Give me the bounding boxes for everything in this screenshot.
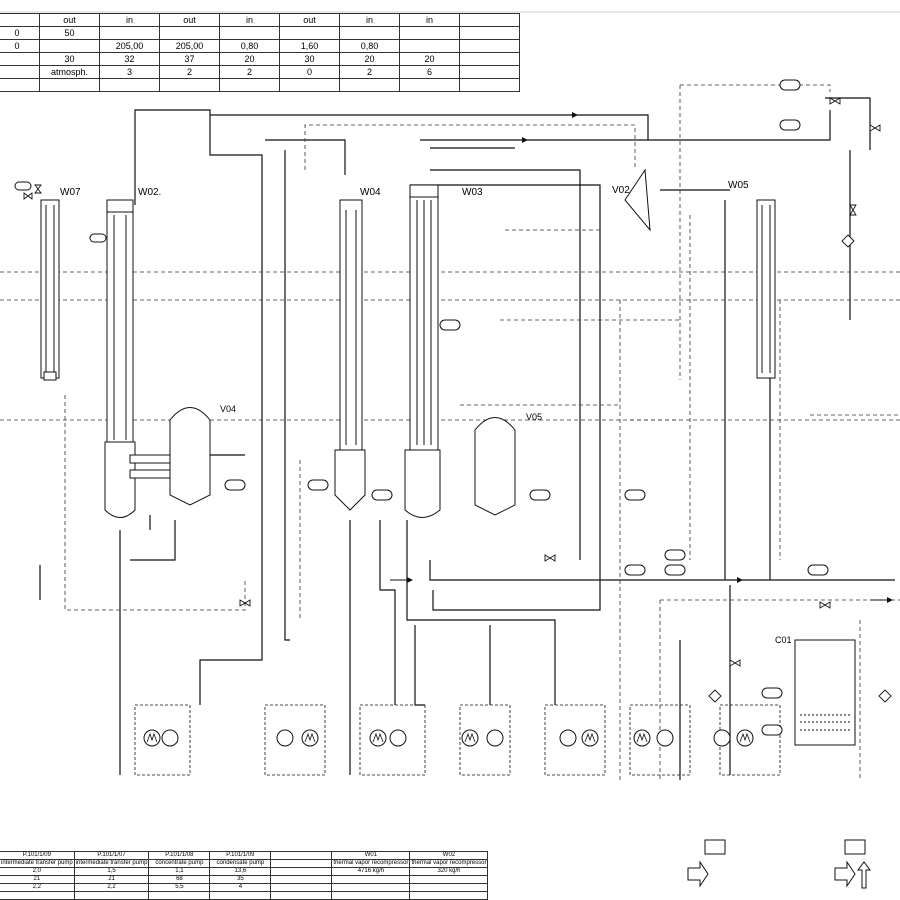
w03-evaporator (404, 184, 441, 518)
table-row (0, 78, 520, 92)
w03-label: W03 (462, 187, 483, 198)
table-row: out in out in out in in (0, 13, 520, 27)
outlet-arrows (687, 860, 871, 889)
table-row: intermediate transfer pump intermediate … (0, 859, 489, 868)
table-row: 30 32 37 20 30 20 20 (0, 52, 520, 66)
w02-evaporator (104, 199, 171, 518)
table-row: 0 205,00 205,00 0,80 1,60 0,80 (0, 39, 520, 53)
c01-label: C01 (775, 635, 792, 645)
v05-label: V05 (526, 412, 542, 422)
table-row: atmosph. 3 2 2 0 2 6 (0, 65, 520, 79)
w02-label: W02. (138, 187, 161, 198)
utility-lines (0, 84, 900, 780)
w07-label: W07 (60, 187, 81, 198)
pump-skids (134, 704, 781, 776)
w04-evaporator (334, 199, 366, 511)
v02-vessel (624, 168, 651, 232)
table-row: 0 50 (0, 26, 520, 40)
pumps (143, 729, 754, 747)
w04-label: W04 (360, 187, 381, 198)
table-row: 2,0 1,5 1,1 13,6 4716 kg/h 320 kg/h (0, 867, 489, 876)
table-row (0, 891, 489, 900)
valves (23, 97, 892, 703)
flow-arrows (390, 112, 893, 603)
w07-exchanger (40, 199, 60, 381)
v04-separator (169, 407, 211, 506)
table-row: P.101/1/09 P.101/1/07 P.101/1/08 P.101/1… (0, 851, 489, 860)
table-row: 21 21 68 35 (0, 875, 489, 884)
w05-exchanger (756, 199, 776, 379)
w05-label: W05 (728, 180, 749, 191)
design-data-table: out in out in out in in 0 50 0 205,00 20… (0, 13, 520, 92)
v02-label: V02 (612, 185, 630, 196)
table-row: 2,2 2,2 5,5 4 (0, 883, 489, 892)
c01-tank (794, 639, 856, 746)
pump-marks (146, 732, 751, 743)
v04-label: V04 (220, 404, 236, 414)
instrument-bubbles (14, 79, 866, 855)
equipment-list-table: P.101/1/09 P.101/1/07 P.101/1/08 P.101/1… (0, 851, 489, 900)
v05-separator (474, 417, 516, 516)
